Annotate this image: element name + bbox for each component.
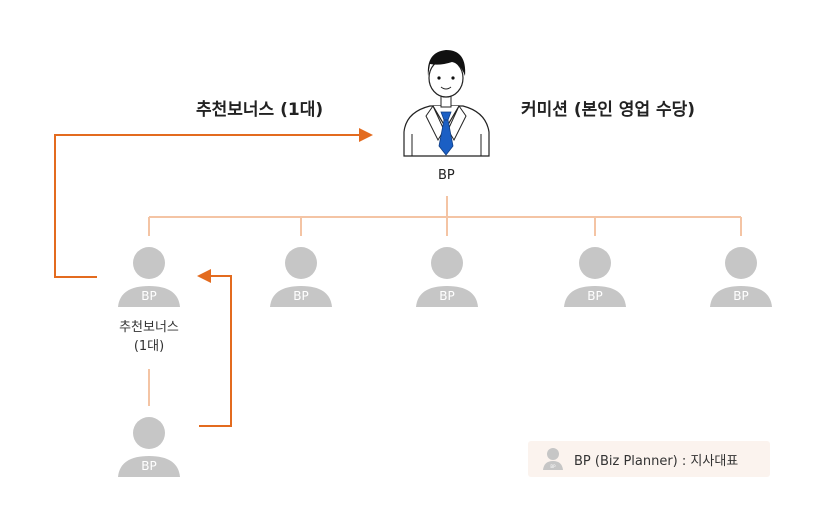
- referral-arrow-sub: [199, 275, 232, 427]
- businessman-avatar: [403, 50, 490, 157]
- referral-arrowhead-sub: [197, 269, 211, 283]
- caption-line-2: (1대): [133, 339, 165, 354]
- person-icon: [416, 247, 478, 307]
- bp-node-label: BP: [733, 289, 749, 303]
- person-icon: [118, 417, 180, 477]
- bp-node-label: BP: [141, 289, 157, 303]
- person-icon: BP: [543, 448, 563, 470]
- bp-node-1: BP: [114, 246, 184, 308]
- person-icon: [270, 247, 332, 307]
- bp-node-bottom: BP: [114, 416, 184, 478]
- bp-node-5: BP: [706, 246, 776, 308]
- referral-bonus-heading: 추천보너스 (1대): [196, 100, 324, 120]
- bp-node-label: BP: [587, 289, 603, 303]
- legend-text: BP (Biz Planner) : 지사대표: [574, 454, 739, 469]
- legend-icon-label: BP: [550, 464, 556, 469]
- first-node-caption: 추천보너스 (1대): [104, 318, 194, 356]
- person-icon: [118, 247, 180, 307]
- legend: BP BP (Biz Planner) : 지사대표: [528, 441, 770, 477]
- person-icon: [564, 247, 626, 307]
- referral-arrowhead-top: [359, 128, 373, 142]
- top-bp-label: BP: [438, 168, 455, 183]
- commission-heading: 커미션 (본인 영업 수당): [521, 100, 696, 120]
- bp-node-2: BP: [266, 246, 336, 308]
- bp-node-4: BP: [560, 246, 630, 308]
- bp-node-label: BP: [141, 459, 157, 473]
- bp-node-label: BP: [439, 289, 455, 303]
- person-icon: [710, 247, 772, 307]
- bp-node-label: BP: [293, 289, 309, 303]
- caption-line-1: 추천보너스: [119, 320, 179, 335]
- bp-node-3: BP: [412, 246, 482, 308]
- referral-arrow-top: [54, 134, 360, 278]
